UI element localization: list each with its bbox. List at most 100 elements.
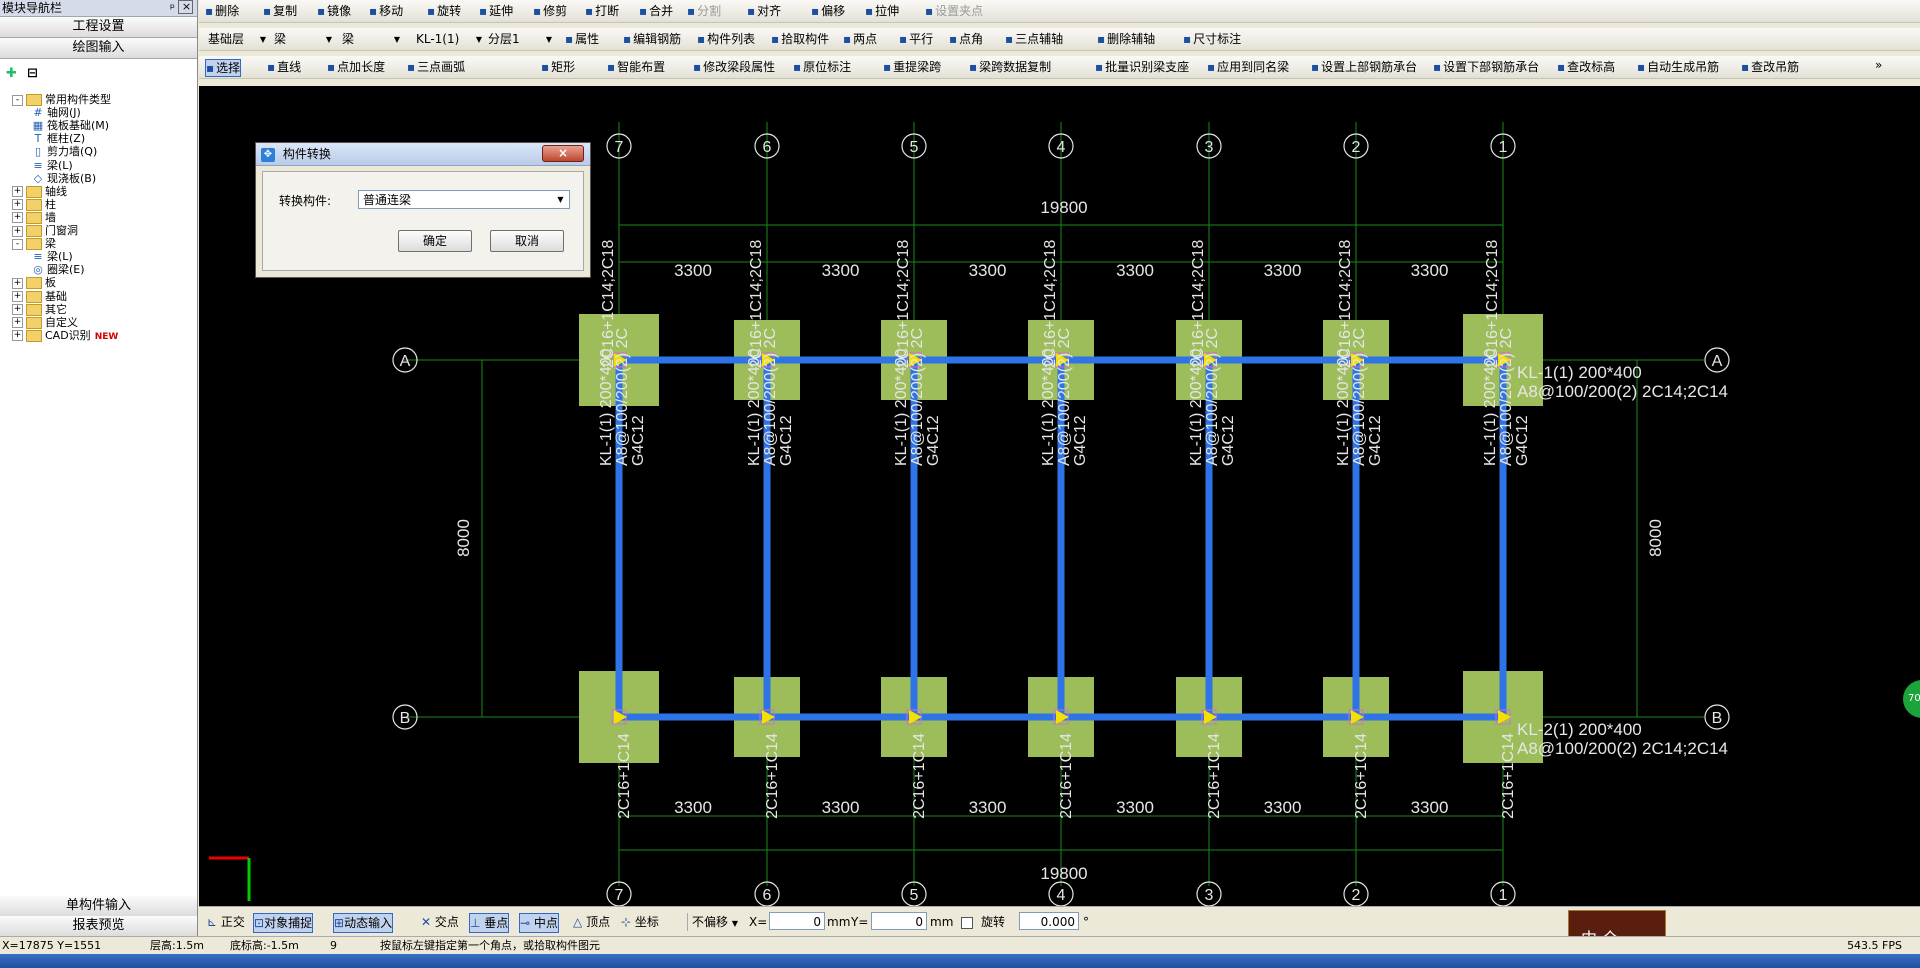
edit-tool-13[interactable]: ▪设置夹点 (925, 4, 984, 18)
close-icon[interactable]: × (178, 0, 193, 14)
edit-tool-9[interactable]: ▪分割 (687, 4, 722, 18)
draw-input-button[interactable]: 绘图输入 (0, 38, 197, 59)
member-select[interactable]: KL-1(1)▼ (416, 32, 482, 46)
object-snap-toggle[interactable]: ⊡对象捕捉 (253, 913, 314, 933)
layer-tool-3[interactable]: ▪拾取构件 (771, 32, 830, 46)
layer-tool-4[interactable]: ▪两点 (843, 32, 878, 46)
type1-select[interactable]: 梁▼ (274, 32, 332, 46)
layer-tool-1[interactable]: ▪编辑钢筋 (623, 32, 682, 46)
expand-icon[interactable]: + (12, 291, 23, 302)
convert-member-select[interactable]: 普通连梁 ▼ (358, 190, 570, 209)
draw-tool-0[interactable]: ▪选择 (205, 59, 242, 77)
cancel-button[interactable]: 取消 (490, 230, 564, 252)
expand-icon[interactable]: + (12, 317, 23, 329)
tree-node[interactable]: ▦筏板基础(M) (32, 118, 109, 134)
expand-icon[interactable]: + (12, 304, 23, 316)
tree-node[interactable]: ≡梁(L) (32, 249, 72, 265)
offset-select[interactable]: 不偏移 ▼ (687, 913, 738, 931)
expand-icon[interactable]: + (12, 199, 23, 211)
draw-tool-15[interactable]: ▪自动生成吊筋 (1637, 60, 1720, 74)
ortho-toggle[interactable]: ⊾ 正交 (207, 915, 245, 929)
draw-tool-1[interactable]: ▪直线 (267, 60, 302, 74)
draw-tool-7[interactable]: ▪原位标注 (793, 60, 852, 74)
draw-tool-5[interactable]: ▪智能布置 (607, 60, 666, 74)
tree-node[interactable]: +门窗洞 (12, 223, 78, 239)
draw-tool-16[interactable]: ▪查改吊筋 (1741, 60, 1800, 74)
score-badge[interactable]: 70 (1903, 680, 1920, 718)
coordinate-snap[interactable]: ⊹ 坐标 (621, 915, 659, 929)
draw-tool-14[interactable]: ▪查改标高 (1557, 60, 1616, 74)
y-input[interactable]: 0 (871, 912, 927, 930)
tree-node[interactable]: ≡梁(L) (32, 158, 72, 174)
layer-tool-9[interactable]: ▪尺寸标注 (1183, 32, 1242, 46)
tree-node[interactable]: #轴网(J) (32, 105, 80, 121)
chevron-down-icon[interactable]: ▼ (557, 195, 564, 204)
expand-icon[interactable]: + (12, 225, 23, 237)
collapse-icon[interactable]: - (12, 94, 23, 106)
draw-tool-6[interactable]: ▪修改梁段属性 (693, 60, 776, 74)
sublayer-select[interactable]: 分层1▼ (488, 32, 552, 46)
tree-node[interactable]: +板 (12, 275, 56, 291)
layer-select[interactable]: 基础层▼ (208, 32, 266, 46)
tree-node[interactable]: -梁 (12, 236, 56, 252)
tree-node[interactable]: +柱 (12, 197, 56, 213)
expand-all-icon[interactable]: ✚ (6, 66, 17, 81)
edit-tool-1[interactable]: ▪复制 (263, 4, 298, 18)
edit-tool-7[interactable]: ▪打断 (585, 4, 620, 18)
dynamic-input-toggle[interactable]: ⊞动态输入 (333, 913, 394, 933)
draw-tool-13[interactable]: ▪设置下部钢筋承台 (1433, 60, 1540, 74)
edit-tool-11[interactable]: ▪偏移 (811, 4, 846, 18)
draw-tool-2[interactable]: ▪点加长度 (327, 60, 386, 74)
layer-tool-2[interactable]: ▪构件列表 (697, 32, 756, 46)
layer-tool-0[interactable]: ▪属性 (565, 32, 600, 46)
pin-icon[interactable]: ᵖ (169, 1, 175, 15)
expand-icon[interactable]: + (12, 330, 23, 342)
edit-tool-8[interactable]: ▪合并 (639, 4, 674, 18)
single-member-input-button[interactable]: 单构件输入 (0, 896, 197, 917)
dialog-close-button[interactable]: × (542, 145, 584, 162)
tree-node[interactable]: +轴线 (12, 184, 67, 200)
edit-tool-6[interactable]: ▪修剪 (533, 4, 568, 18)
edit-tool-12[interactable]: ▪拉伸 (865, 4, 900, 18)
midpoint-snap[interactable]: ⊸ 中点 (519, 913, 559, 933)
x-input[interactable]: 0 (769, 912, 825, 930)
draw-tool-10[interactable]: ▪批量识别梁支座 (1095, 60, 1190, 74)
draw-tool-11[interactable]: ▪应用到同名梁 (1207, 60, 1290, 74)
tree-node[interactable]: -常用构件类型 (12, 92, 111, 108)
ok-button[interactable]: 确定 (398, 230, 472, 252)
draw-tool-3[interactable]: ▪三点画弧 (407, 60, 466, 74)
edit-tool-10[interactable]: ▪对齐 (747, 4, 782, 18)
tree-node[interactable]: +基础 (12, 289, 67, 305)
expand-icon[interactable]: + (12, 277, 23, 289)
tree-node[interactable]: +其它 (12, 302, 67, 318)
draw-tool-8[interactable]: ▪重提梁跨 (883, 60, 942, 74)
edit-tool-2[interactable]: ▪镜像 (317, 4, 352, 18)
perpendicular-snap[interactable]: ⊥ 垂点 (469, 913, 510, 933)
collapse-all-icon[interactable]: ⊟ (27, 66, 38, 81)
vertex-snap[interactable]: △ 顶点 (573, 915, 611, 929)
collapse-icon[interactable]: - (12, 238, 23, 250)
layer-tool-8[interactable]: ▪删除辅轴 (1097, 32, 1156, 46)
tree-node[interactable]: +墙 (12, 210, 56, 226)
layer-tool-7[interactable]: ▪三点辅轴 (1005, 32, 1064, 46)
expand-icon[interactable]: + (12, 186, 23, 198)
report-preview-button[interactable]: 报表预览 (0, 916, 197, 937)
project-settings-button[interactable]: 工程设置 (0, 17, 197, 38)
expand-icon[interactable]: + (12, 212, 23, 224)
layer-tool-6[interactable]: ▪点角 (949, 32, 984, 46)
edit-tool-5[interactable]: ▪延伸 (479, 4, 514, 18)
layer-tool-5[interactable]: ▪平行 (899, 32, 934, 46)
edit-tool-0[interactable]: ▪删除 (205, 4, 240, 18)
rotate-input[interactable]: 0.000 (1019, 912, 1079, 930)
tree-node[interactable]: ◎圈梁(E) (32, 262, 84, 278)
tree-node[interactable]: +自定义 (12, 315, 78, 331)
draw-tool-9[interactable]: ▪梁跨数据复制 (969, 60, 1052, 74)
cad-drawing[interactable]: 1980019800330033003300330033003300330033… (199, 86, 1920, 907)
type2-select[interactable]: 梁▼ (342, 32, 400, 46)
draw-tool-4[interactable]: ▪矩形 (541, 60, 576, 74)
more-icon[interactable]: » (1875, 58, 1883, 72)
intersect-snap[interactable]: ✕ 交点 (421, 915, 459, 929)
draw-tool-12[interactable]: ▪设置上部钢筋承台 (1311, 60, 1418, 74)
